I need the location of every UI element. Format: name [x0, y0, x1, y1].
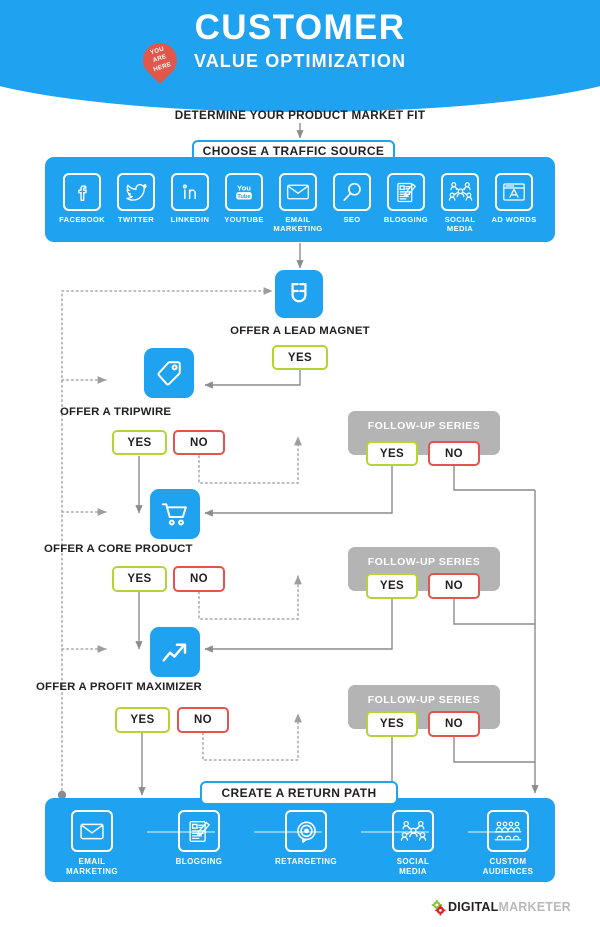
envelope-icon: [279, 173, 317, 211]
step-product-market-fit: DETERMINE YOUR PRODUCT MARKET FIT: [174, 109, 426, 122]
traffic-source-label: FACEBOOK: [59, 215, 105, 224]
traffic-source-twitter[interactable]: TWITTER: [107, 173, 165, 224]
logo-text: DIGITALMARKETER: [448, 900, 571, 914]
traffic-source-label: LINKEDIN: [170, 215, 210, 224]
return-path-custom-audiences[interactable]: CUSTOM AUDIENCES: [462, 810, 554, 876]
return-link: [361, 831, 429, 833]
twitter-icon: [117, 173, 155, 211]
tripwire-yes[interactable]: YES: [112, 430, 167, 455]
return-path-label: RETARGETING: [274, 857, 338, 866]
traffic-source-seo[interactable]: SEO: [323, 173, 381, 224]
return-link: [254, 831, 322, 833]
follow-up-series-title: FOLLOW-UP SERIES: [367, 694, 481, 706]
logo-prefix: DIGITAL: [448, 900, 499, 914]
people-network-icon: [392, 810, 434, 852]
step-profit-maximizer: OFFER A PROFIT MAXIMIZER: [36, 681, 202, 693]
magnifier-icon: [333, 173, 371, 211]
traffic-source-linkedin[interactable]: LINKEDIN: [161, 173, 219, 224]
return-path-blogging[interactable]: BLOGGING: [153, 810, 245, 867]
step-lead-magnet: OFFER A LEAD MAGNET: [230, 325, 370, 337]
people-network-icon: [441, 173, 479, 211]
follow-up-series-2-yes[interactable]: YES: [366, 573, 418, 599]
linkedin-icon: [171, 173, 209, 211]
lead-magnet-yes[interactable]: YES: [272, 345, 328, 370]
return-path-label: CUSTOM AUDIENCES: [482, 857, 534, 876]
audience-group-icon: [487, 810, 529, 852]
follow-up-series-1-yes[interactable]: YES: [366, 441, 418, 466]
choose-traffic-source-box[interactable]: CHOOSE A TRAFFIC SOURCE: [192, 140, 395, 162]
traffic-source-youtube[interactable]: You Tube YOUTUBE: [215, 173, 273, 224]
traffic-source-label: YOUTUBE: [224, 215, 264, 224]
traffic-source-label: AD WORDS: [491, 215, 537, 224]
create-return-path-box[interactable]: CREATE A RETURN PATH: [200, 781, 398, 805]
follow-up-series-2: FOLLOW-UP SERIES: [348, 547, 500, 591]
return-link: [147, 831, 215, 833]
return-path-label: BLOGGING: [175, 857, 223, 866]
browser-window-icon: [495, 173, 533, 211]
traffic-source-label: SEO: [343, 215, 361, 224]
step-tripwire: OFFER A TRIPWIRE: [60, 406, 172, 418]
traffic-source-label: SOCIAL MEDIA: [444, 215, 476, 233]
shopping-cart-icon: [161, 503, 187, 526]
return-path-bar: EMAIL MARKETING BLOGGING RETARGETING: [45, 798, 555, 882]
profit-maximizer-tile[interactable]: [150, 627, 200, 677]
traffic-source-label: TWITTER: [117, 215, 155, 224]
traffic-source-ad-words[interactable]: AD WORDS: [485, 173, 543, 224]
lead-magnet-tile[interactable]: [275, 270, 323, 318]
growth-arrow-icon: [162, 643, 187, 662]
price-tag-icon: [157, 361, 181, 386]
tripwire-no[interactable]: NO: [173, 430, 225, 455]
traffic-source-facebook[interactable]: FACEBOOK: [53, 173, 111, 224]
tripwire-tile[interactable]: [144, 348, 194, 398]
you-are-here-pin: YOU ARE HERE: [135, 35, 185, 93]
traffic-source-bar: FACEBOOK TWITTER LINKEDIN You Tube YOUTU: [45, 157, 555, 242]
document-pencil-icon: [178, 810, 220, 852]
header-background: [0, 0, 600, 112]
core-product-yes[interactable]: YES: [112, 566, 167, 592]
page-title: CUSTOMER: [194, 8, 406, 47]
traffic-source-label: EMAIL MARKETING: [273, 215, 323, 233]
return-path-social-media[interactable]: SOCIAL MEDIA: [367, 810, 459, 876]
return-path-retargeting[interactable]: RETARGETING: [260, 810, 352, 867]
follow-up-series-2-no[interactable]: NO: [428, 573, 480, 599]
gears-icon: [431, 899, 446, 916]
traffic-source-blogging[interactable]: BLOGGING: [377, 173, 435, 224]
digitalmarketer-logo: DIGITALMARKETER: [430, 898, 571, 918]
traffic-source-social-media[interactable]: SOCIAL MEDIA: [431, 173, 489, 233]
pin-label: YOU ARE HERE: [140, 42, 180, 76]
profit-maximizer-no[interactable]: NO: [177, 707, 229, 733]
svg-text:You: You: [237, 184, 251, 193]
step-core-product: OFFER A CORE PRODUCT: [44, 543, 193, 555]
svg-text:Tube: Tube: [237, 194, 251, 200]
traffic-source-email-marketing[interactable]: EMAIL MARKETING: [269, 173, 327, 233]
page-subtitle: VALUE OPTIMIZATION: [193, 51, 407, 71]
return-path-email-marketing[interactable]: EMAIL MARKETING: [46, 810, 138, 876]
header-banner: CUSTOMER VALUE OPTIMIZATION: [0, 0, 600, 112]
youtube-icon: You Tube: [225, 173, 263, 211]
follow-up-series-3-no[interactable]: NO: [428, 711, 480, 737]
return-path-label: EMAIL MARKETING: [65, 857, 119, 876]
follow-up-series-title: FOLLOW-UP SERIES: [367, 420, 481, 432]
document-pencil-icon: [387, 173, 425, 211]
core-product-tile[interactable]: [150, 489, 200, 539]
traffic-source-label: BLOGGING: [383, 215, 429, 224]
profit-maximizer-yes[interactable]: YES: [115, 707, 170, 733]
target-icon: [285, 810, 327, 852]
envelope-icon: [71, 810, 113, 852]
follow-up-series-3-yes[interactable]: YES: [366, 711, 418, 737]
follow-up-series-1-no[interactable]: NO: [428, 441, 480, 466]
logo-suffix: MARKETER: [498, 900, 571, 914]
facebook-icon: [63, 173, 101, 211]
follow-up-series-title: FOLLOW-UP SERIES: [367, 556, 481, 568]
core-product-no[interactable]: NO: [173, 566, 225, 592]
return-path-label: SOCIAL MEDIA: [396, 857, 430, 876]
magnet-icon: [291, 282, 307, 303]
